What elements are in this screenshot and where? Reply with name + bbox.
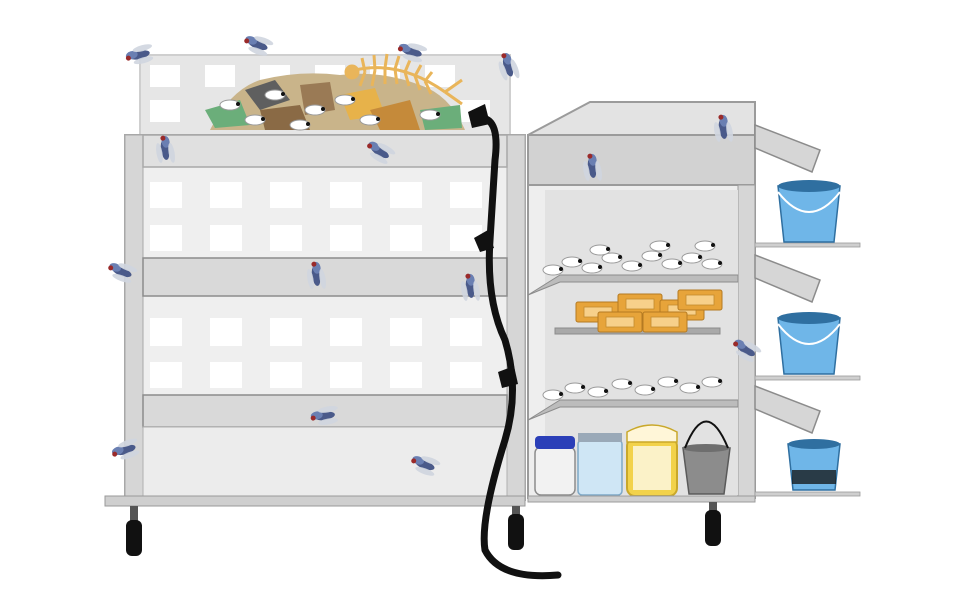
organic-waste-pile [205,53,465,131]
right-cabinet [527,101,756,546]
wheel-icon [508,506,524,550]
wheel-icon [126,506,142,556]
lower-compartment [142,426,508,498]
jar-icon [626,424,678,497]
left-cabinet [104,54,526,556]
jar-icon [534,436,576,496]
bucket-icon [777,180,841,243]
fish-skeleton-icon [344,53,463,106]
pail-icon [682,420,731,495]
hose-icon [468,104,562,580]
bucket-icon [787,439,841,491]
jar-icon [577,433,623,496]
base-plate [104,495,526,507]
bucket-icon [777,312,841,375]
middle-tray [142,257,508,297]
shelf-top [527,274,739,296]
collection-ramps [754,123,861,497]
wheel-icon [705,502,721,546]
top-tray [142,134,508,168]
cabinet-grid-upper [150,182,482,251]
shelf-lower [527,399,739,421]
cabinet-grid-lower [150,318,482,388]
